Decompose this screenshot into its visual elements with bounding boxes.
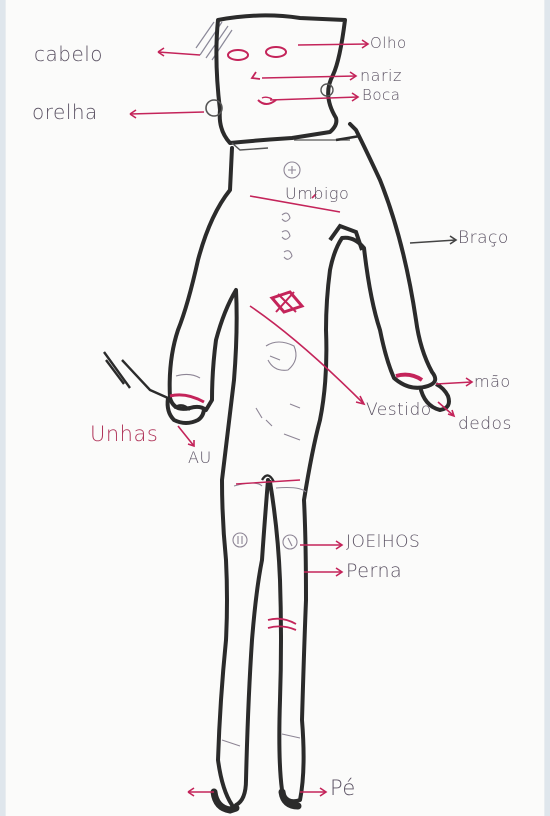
- eye-right: [266, 47, 286, 57]
- hair-strokes: [196, 22, 232, 60]
- label-joelhos: JOElHOS: [346, 532, 420, 552]
- nose: [252, 72, 260, 79]
- label-dedos: dedos: [458, 414, 512, 434]
- label-vestido: Vestido: [366, 400, 432, 420]
- label-olho: Olho: [370, 34, 407, 52]
- label-pe: Pé: [330, 776, 356, 800]
- label-perna: Perna: [346, 560, 402, 582]
- label-mao: mão: [474, 372, 511, 391]
- label-umbigo: Umbigo: [285, 184, 349, 203]
- label-boca: Boca: [362, 86, 400, 104]
- label-cabelo: cabelo: [34, 42, 103, 66]
- label-braco: Braço: [458, 228, 509, 248]
- label-orelha: orelha: [32, 100, 98, 124]
- label-nariz: nariz: [360, 66, 402, 85]
- eye-left: [228, 50, 248, 60]
- head-outline: [216, 15, 345, 143]
- label-au: AU: [188, 448, 212, 467]
- label-unhas: Unhas: [90, 422, 158, 446]
